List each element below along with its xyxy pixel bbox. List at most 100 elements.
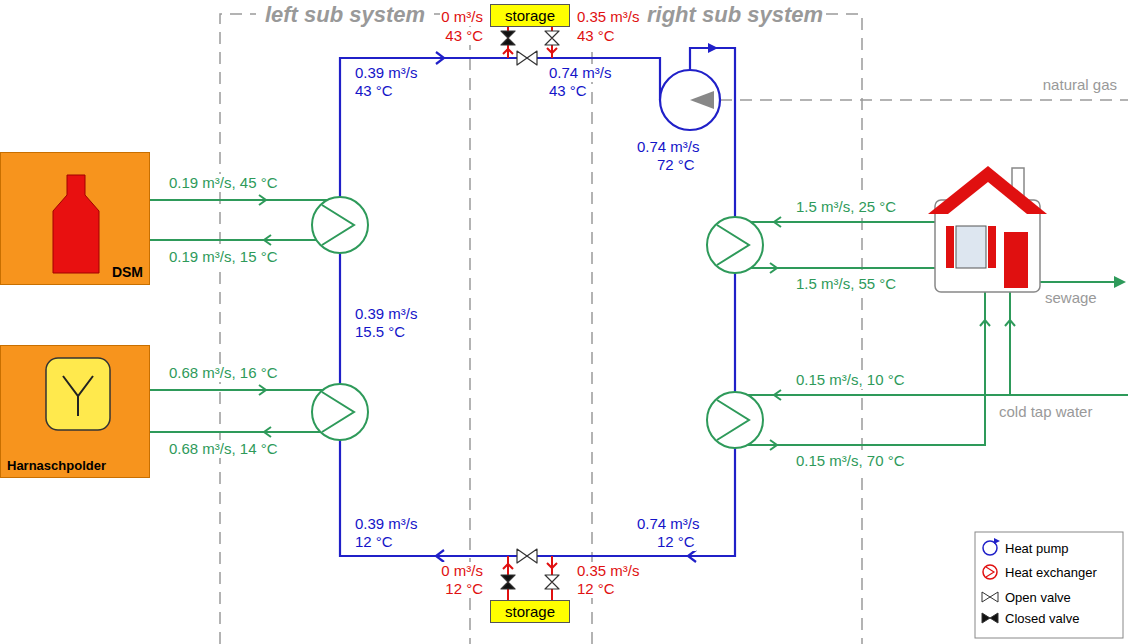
label-holder: 12 °C (444, 580, 484, 598)
region-boundary (826, 14, 862, 644)
water-pipe (1040, 281, 1116, 283)
water-pipe (748, 394, 1128, 396)
flow-label: 0.35 m³/s (576, 8, 641, 26)
water-pipe (150, 239, 316, 241)
water-pipes (150, 195, 1128, 450)
flow-label: 0.74 m³/s (548, 64, 613, 82)
flow-arrow (259, 385, 266, 395)
legend-heat-pump (994, 538, 1000, 544)
flow-label: 0.74 m³/s (636, 138, 701, 156)
house-door (1004, 232, 1028, 288)
label-holder: 0.39 m³/s (354, 305, 419, 323)
label-holder: 0.19 m³/s, 15 °C (168, 248, 279, 266)
heat-exchanger-symbol (312, 197, 368, 253)
heat-exchanger-symbol (707, 392, 763, 448)
house-icon (928, 166, 1047, 292)
flow-arrow (1005, 320, 1015, 326)
water-pipe (751, 221, 935, 223)
flow-arrow (259, 195, 266, 205)
label-holder: 0.74 m³/s (548, 64, 613, 82)
source-box: DSM (0, 152, 150, 285)
flow-label: 0.19 m³/s, 15 °C (168, 248, 279, 266)
heat-exchanger-symbol (312, 384, 368, 440)
water-pipe (748, 292, 985, 445)
flow-arrow (688, 550, 696, 562)
flow-label: 0.39 m³/s (354, 305, 419, 323)
flow-arrow (436, 550, 444, 562)
legend-label: Closed valve (1004, 611, 1080, 626)
heat-exchanger-coil (322, 392, 354, 432)
label-holder: 0.15 m³/s, 70 °C (795, 452, 906, 470)
region-boundaries (220, 14, 1128, 644)
region-label: right sub system (646, 2, 824, 28)
legend-box (975, 532, 1123, 638)
flow-arrow (547, 563, 557, 568)
label-holder: 12 °C (656, 533, 696, 551)
legend-label: Heat exchanger (1004, 565, 1098, 580)
water-pipe (150, 389, 327, 391)
flow-arrow (980, 320, 990, 326)
flow-arrow (708, 43, 718, 53)
temperature-label: 12 °C (354, 533, 394, 551)
temperature-label: 43 °C (354, 82, 394, 100)
temperature-label: 15.5 °C (354, 323, 406, 341)
label-holder: natural gas (1042, 76, 1118, 94)
water-pipe (150, 431, 320, 433)
label-holder: left sub system (264, 2, 426, 28)
temperature-label: 43 °C (548, 82, 588, 100)
temperature-label: 12 °C (444, 580, 484, 598)
heat-pump-symbol (660, 70, 720, 130)
legend-label: Open valve (1004, 590, 1072, 605)
house-roof (928, 166, 1047, 214)
label-holder: 0.35 m³/s (576, 8, 641, 26)
flow-label: 1.5 m³/s, 55 °C (795, 275, 897, 293)
temperature-label: 12 °C (576, 580, 616, 598)
closed-valve (501, 575, 515, 589)
temperature-label: 43 °C (444, 27, 484, 45)
label-holder: right sub system (646, 2, 824, 28)
label-holder: 0.74 m³/s (636, 515, 701, 533)
label-holder: 0 m³/s (440, 8, 484, 26)
label-holder: 0 m³/s (440, 562, 484, 580)
gas-line (720, 99, 1128, 101)
flow-label: 0.15 m³/s, 10 °C (795, 371, 906, 389)
house-gable (948, 182, 1027, 214)
label-holder: 43 °C (548, 82, 588, 100)
label-holder: 43 °C (354, 82, 394, 100)
flow-arrow (774, 217, 781, 227)
label-holder: 1.5 m³/s, 55 °C (795, 275, 897, 293)
legend-entry: Heat pump (1004, 541, 1070, 556)
heat-exchanger-coil (322, 205, 354, 245)
closed-valve (501, 31, 515, 45)
label-holder: 72 °C (656, 156, 696, 174)
label-holder: sewage (1044, 289, 1098, 307)
open-valve (517, 51, 537, 65)
flow-arrow (264, 235, 271, 245)
region-boundary (592, 14, 636, 644)
storage-box: storage (490, 4, 570, 27)
source-box: Harnaschpolder (0, 345, 150, 478)
flow-label: 0.39 m³/s (354, 515, 419, 533)
label-holder: 0.68 m³/s, 16 °C (168, 364, 279, 382)
heat-pump-drive (690, 91, 714, 109)
storage-pipes (503, 26, 557, 600)
label-holder: cold tap water (998, 403, 1093, 421)
legend-open-valve (982, 592, 998, 602)
flow-label: 0 m³/s (440, 562, 484, 580)
label-holder: 0.35 m³/s (576, 562, 641, 580)
flow-arrow (547, 48, 557, 53)
label-holder: 43 °C (444, 27, 484, 45)
storage-box: storage (490, 600, 570, 623)
flow-arrow (264, 427, 271, 437)
label-holder: 0.39 m³/s (354, 515, 419, 533)
legend-label: Heat pump (1004, 541, 1070, 556)
stream-label: cold tap water (998, 403, 1093, 421)
flow-label: 0.74 m³/s (636, 515, 701, 533)
heat-exchangers (312, 197, 763, 448)
flow-label: 0.68 m³/s, 16 °C (168, 364, 279, 382)
house-shutter (946, 226, 954, 268)
flow-label: 0.39 m³/s (354, 64, 419, 82)
heat-exchanger-symbol (707, 217, 763, 273)
flow-arrow (436, 52, 444, 64)
heat-exchanger-coil (717, 400, 749, 440)
